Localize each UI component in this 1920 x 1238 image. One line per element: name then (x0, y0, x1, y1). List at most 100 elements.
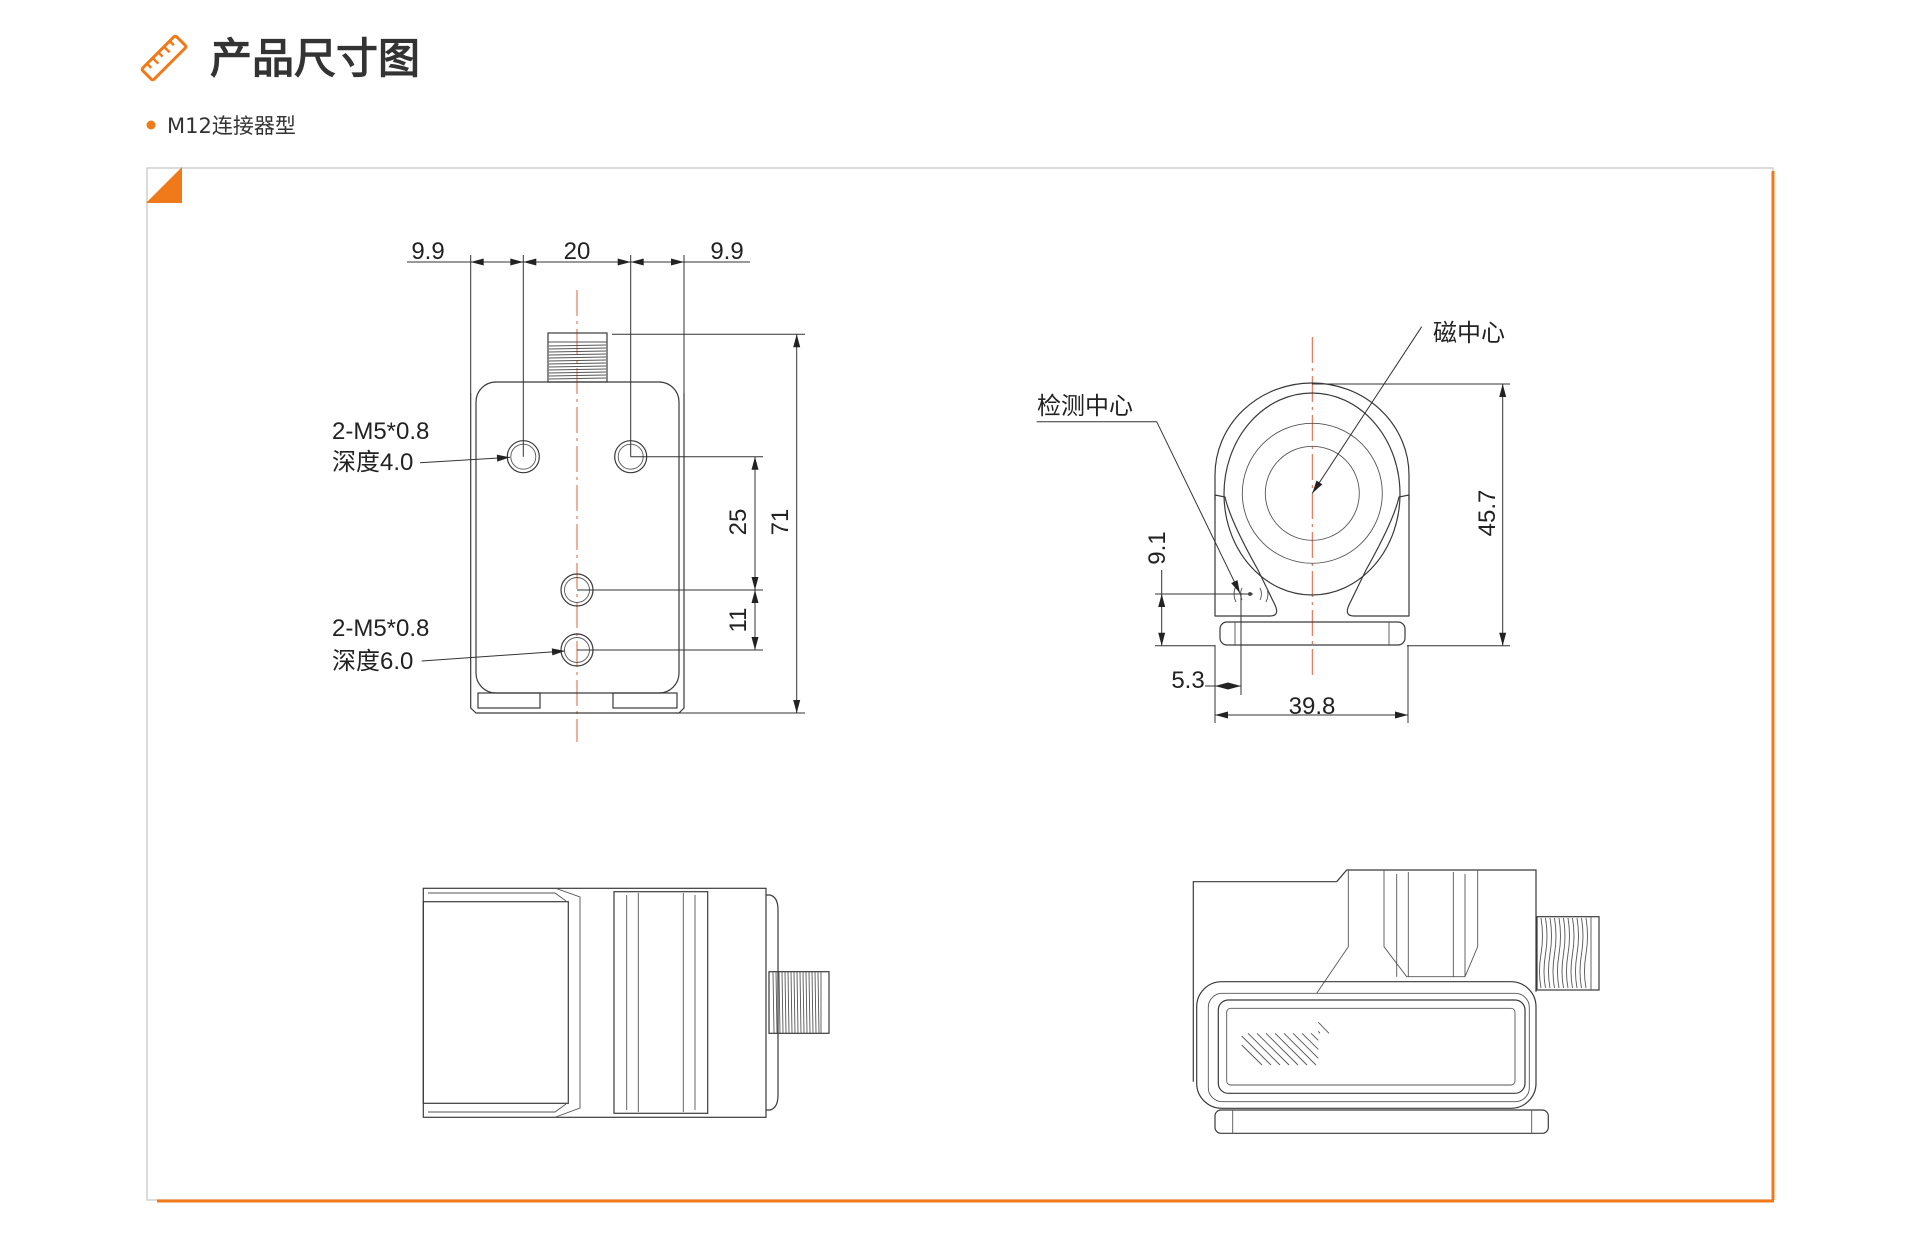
thread-line (1566, 917, 1570, 989)
dim-height: 71 (767, 509, 794, 536)
m12-connector (547, 332, 608, 383)
arrowhead (1231, 580, 1240, 594)
dim-side-height: 45.7 (1474, 490, 1501, 537)
arrowhead (551, 648, 565, 656)
side-dimension-lines (1036, 326, 1510, 723)
sensor-ring (1223, 392, 1401, 596)
arrowhead (793, 334, 801, 348)
thread-line (805, 971, 808, 1034)
thread-line (548, 374, 607, 377)
thread-line (817, 971, 820, 1034)
m12-connector-side (1536, 916, 1600, 991)
arrowhead (1499, 384, 1507, 397)
lower-housing (1196, 981, 1537, 1109)
arrowhead (510, 258, 524, 266)
ruler-icon (140, 34, 188, 82)
thread-line (790, 971, 793, 1034)
arrowhead (470, 258, 484, 266)
arrowhead (1499, 632, 1507, 646)
right-foot (612, 692, 678, 709)
arrowhead (1312, 480, 1323, 494)
dim-detect-height: 9.1 (1144, 531, 1171, 564)
arrowhead (1395, 711, 1408, 719)
arrowhead (671, 258, 684, 266)
thread-line (808, 971, 811, 1034)
dim-top-center: 20 (564, 238, 591, 265)
hatch-line (1241, 1044, 1263, 1066)
dim-hole-spacing: 25 (725, 509, 752, 536)
thread-line (781, 971, 784, 1034)
groove (613, 891, 709, 1114)
thread-line (778, 971, 781, 1034)
base-plate (1219, 621, 1406, 646)
bullet-dot (146, 120, 156, 130)
thread-line (548, 377, 607, 380)
thread-line (814, 971, 817, 1034)
arrowhead (496, 454, 510, 462)
base-plate-side (1214, 1109, 1549, 1134)
dim-lower-spacing: 11 (725, 608, 752, 633)
tower (1336, 869, 1537, 992)
arrowhead (1215, 711, 1228, 719)
variant-subtitle: M12连接器型 (167, 114, 296, 138)
hatch-line (1310, 1032, 1319, 1041)
front-dimension-lines (407, 255, 805, 714)
arrowhead (751, 590, 759, 603)
m12-connector-top (768, 971, 830, 1034)
label-detection-center: 检测中心 (1037, 393, 1133, 420)
arrowhead (523, 258, 537, 266)
thread-line (1575, 917, 1579, 989)
thread-line (548, 362, 607, 365)
top-view (422, 887, 830, 1118)
arrowhead (793, 700, 801, 713)
label-magnetic-center: 磁中心 (1433, 320, 1505, 347)
thread-line (548, 368, 607, 371)
thread-line (1557, 917, 1561, 989)
thread-line (1584, 917, 1588, 989)
hatch-line (1265, 1032, 1299, 1066)
callout-upper-depth: 深度4.0 (332, 449, 413, 476)
dim-detect-offset: 5.3 (1171, 667, 1204, 694)
body-face (475, 381, 680, 694)
thread-line (548, 359, 607, 362)
arrowhead (1158, 632, 1166, 646)
arrowhead (1228, 682, 1241, 690)
thread-line (775, 971, 778, 1034)
thread-line (1548, 917, 1552, 989)
hatch-line (1317, 1021, 1330, 1034)
dim-top-right: 9.9 (710, 238, 743, 265)
dim-side-width: 39.8 (1289, 693, 1336, 720)
right-bracket (1346, 494, 1410, 617)
thread-line (1539, 917, 1543, 989)
thread-line (796, 971, 799, 1034)
thread-line (787, 971, 790, 1034)
indicator-window (1217, 999, 1526, 1094)
hatch-line (1274, 1032, 1308, 1066)
thread-line (784, 971, 787, 1034)
outer-housing-arc (1214, 382, 1410, 500)
thread-line (772, 971, 775, 1034)
mount-block (422, 901, 569, 1104)
thread-line (811, 971, 814, 1034)
drawing-panel (146, 167, 1775, 1203)
arrowhead (617, 258, 631, 266)
dim-top-left: 9.9 (411, 238, 444, 265)
thread-line (793, 971, 796, 1034)
thread-line (1543, 917, 1548, 989)
left-foot (477, 692, 541, 709)
dimension-arrowheads (470, 258, 1507, 719)
thread-line (548, 350, 607, 353)
thread-line (548, 344, 607, 347)
thread-line (799, 971, 802, 1034)
side-elevation-view (1192, 869, 1600, 1134)
hatch-line (1241, 1035, 1272, 1066)
thread-line (802, 971, 805, 1034)
thread-line (548, 371, 607, 374)
callout-upper-thread: 2-M5*0.8 (332, 418, 429, 445)
hatch-line (1283, 1032, 1317, 1066)
thread-line (548, 356, 607, 359)
front-view: 9.9 20 9.9 25 11 71 2-M5*0.8 深度4.0 2-M5*… (332, 238, 805, 742)
thread-line (1552, 917, 1557, 989)
arrowhead (1215, 682, 1228, 690)
